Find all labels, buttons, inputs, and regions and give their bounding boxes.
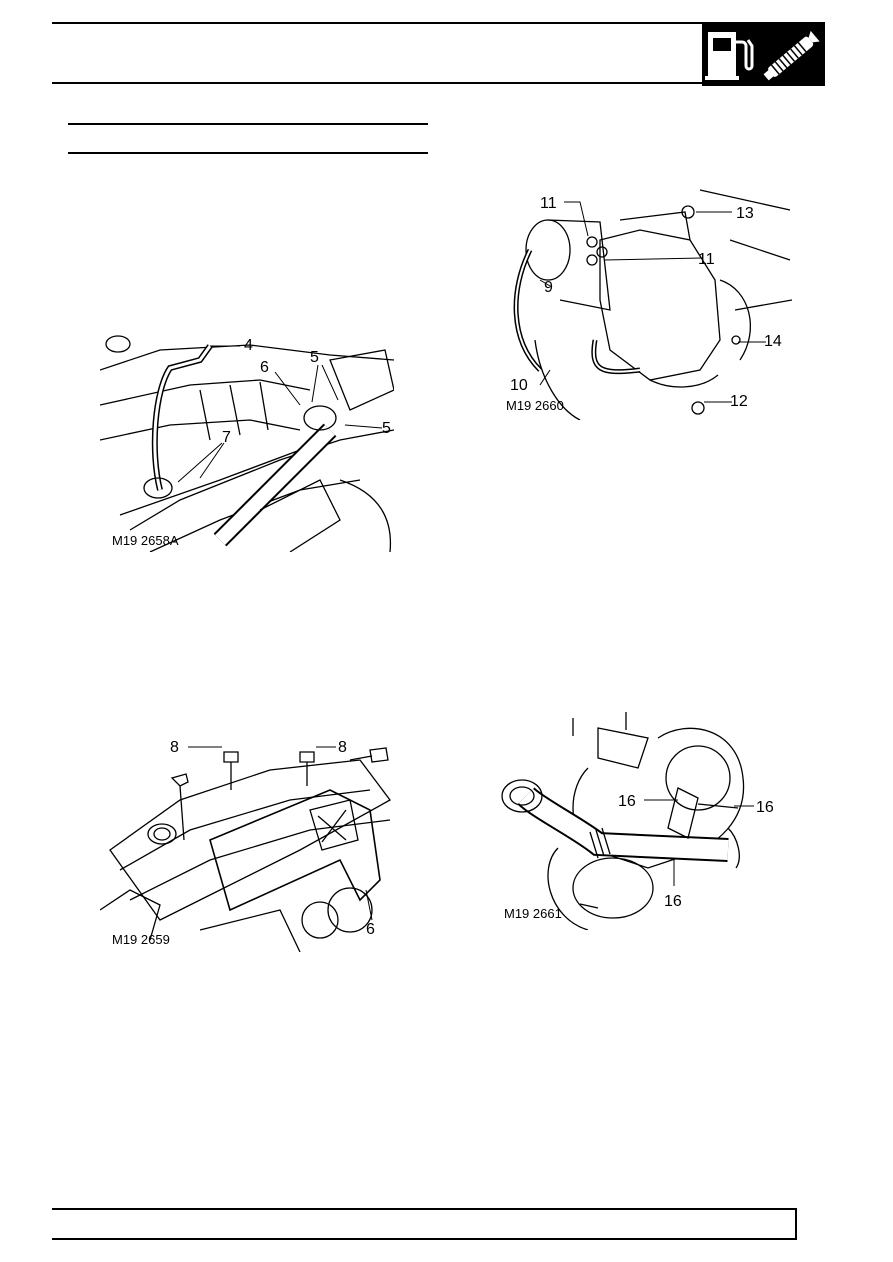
callout-13: 13: [736, 205, 754, 222]
callout-4: 4: [244, 337, 253, 354]
figure-m19-2660: 11 13 11 9 14 10 12 M19 2660: [500, 180, 792, 420]
callout-5-right: 5: [382, 420, 391, 437]
figure-m19-2661: 16 16 16 M19 2661: [498, 708, 790, 930]
header-top-rule: [52, 22, 825, 24]
callout-7: 7: [222, 429, 231, 446]
footer-right-rule: [795, 1208, 797, 1240]
header-bottom-rule: [52, 82, 702, 84]
section-badge: [702, 24, 825, 86]
figure-code: M19 2659: [112, 932, 170, 947]
callout-8-left: 8: [170, 739, 179, 756]
callout-12: 12: [730, 393, 748, 410]
callout-11-right: 11: [698, 251, 715, 268]
callout-16-bottom: 16: [664, 893, 682, 910]
figure-code: M19 2661: [504, 906, 562, 921]
callout-10: 10: [510, 377, 528, 394]
section-title-rule-bottom: [68, 152, 428, 154]
callout-6: 6: [366, 921, 375, 938]
footer-top-rule: [52, 1208, 797, 1210]
callout-9: 9: [544, 279, 553, 296]
callout-6: 6: [260, 359, 269, 376]
callout-5-top: 5: [310, 349, 319, 366]
callout-11-top: 11: [540, 195, 557, 212]
figure-m19-2658a: 4 6 5 5 7 M19 2658A: [100, 330, 394, 552]
section-title-rule-top: [68, 123, 428, 125]
figure-m19-2659: 8 8 6 M19 2659: [100, 730, 396, 952]
fuel-pump-icon: [705, 32, 754, 80]
callout-16-right: 16: [756, 799, 774, 816]
callout-8-right: 8: [338, 739, 347, 756]
figure-code: M19 2660: [506, 398, 564, 413]
footer-bottom-rule: [52, 1238, 797, 1240]
callout-16-left: 16: [618, 793, 636, 810]
callout-14: 14: [764, 333, 782, 350]
figure-code: M19 2658A: [112, 533, 179, 548]
exhaust-pipe-icon: [763, 30, 820, 81]
